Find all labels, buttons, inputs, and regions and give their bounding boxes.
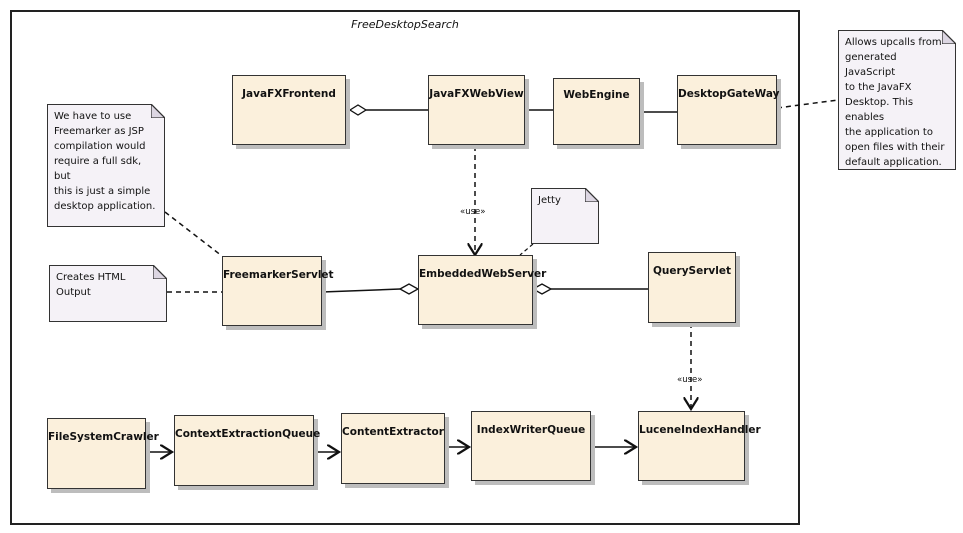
note-fold-icon: [151, 104, 165, 118]
aggregation-webserver-queryservlet: [531, 283, 648, 295]
note-upcalls: Allows upcalls from generated JavaScript…: [838, 30, 956, 170]
class-javafx-webview: JavaFXWebView: [428, 75, 525, 145]
aggregation-frontend-webview: [348, 104, 428, 116]
use-label-webview: «use»: [460, 207, 486, 217]
note-text: We have to use Freemarker as JSP compila…: [54, 111, 156, 212]
class-name: ContextExtractionQueue: [175, 428, 321, 440]
class-name: FreemarkerServlet: [223, 269, 334, 281]
class-name: JavaFXFrontend: [242, 88, 336, 100]
note-fold-icon: [153, 265, 167, 279]
package-title: FreeDesktopSearch: [351, 18, 459, 31]
note-text: Allows upcalls from generated JavaScript…: [845, 37, 945, 168]
note-freemarker-jsp: We have to use Freemarker as JSP compila…: [47, 104, 165, 227]
class-name: LuceneIndexHandler: [639, 424, 761, 436]
class-desktop-gateway: DesktopGateWay: [677, 75, 780, 145]
class-name: EmbeddedWebServer: [419, 268, 547, 280]
use-label-query: «use»: [677, 375, 703, 385]
class-name: FileSystemCrawler: [48, 431, 159, 443]
class-web-engine: WebEngine: [553, 78, 640, 145]
class-javafx-frontend: JavaFXFrontend: [232, 75, 346, 145]
class-name: JavaFXWebView: [429, 88, 524, 100]
note-fold-icon: [942, 30, 956, 44]
class-name: ContentExtractor: [342, 426, 444, 438]
note-link-gateway-upcalls: [776, 99, 839, 109]
class-content-extractor: ContentExtractor: [341, 413, 445, 484]
class-lucene-index-handler: LuceneIndexHandler: [638, 411, 761, 481]
note-text: Creates HTML Output: [56, 272, 126, 298]
package-freedesktopsearch: FreeDesktopSearch: [10, 10, 800, 525]
note-creates-html: Creates HTML Output: [49, 265, 167, 322]
class-freemarker-servlet: FreemarkerServlet: [222, 256, 334, 326]
class-name: QueryServlet: [653, 265, 731, 277]
note-text: Jetty: [538, 195, 561, 206]
note-fold-icon: [585, 188, 599, 202]
note-link-jsp: [164, 211, 223, 257]
class-name: DesktopGateWay: [678, 88, 780, 100]
note-link-jetty: [519, 243, 534, 256]
class-name: IndexWriterQueue: [476, 424, 586, 436]
class-embedded-webserver: EmbeddedWebServer: [418, 255, 547, 325]
aggregation-freemarker-webserver: [321, 283, 420, 295]
class-query-servlet: QueryServlet: [648, 252, 736, 323]
class-name: WebEngine: [563, 89, 630, 101]
class-filesystem-crawler: FileSystemCrawler: [47, 418, 159, 489]
class-indexwriter-queue: IndexWriterQueue: [471, 411, 591, 481]
class-context-extraction-queue: ContextExtractionQueue: [174, 415, 321, 486]
